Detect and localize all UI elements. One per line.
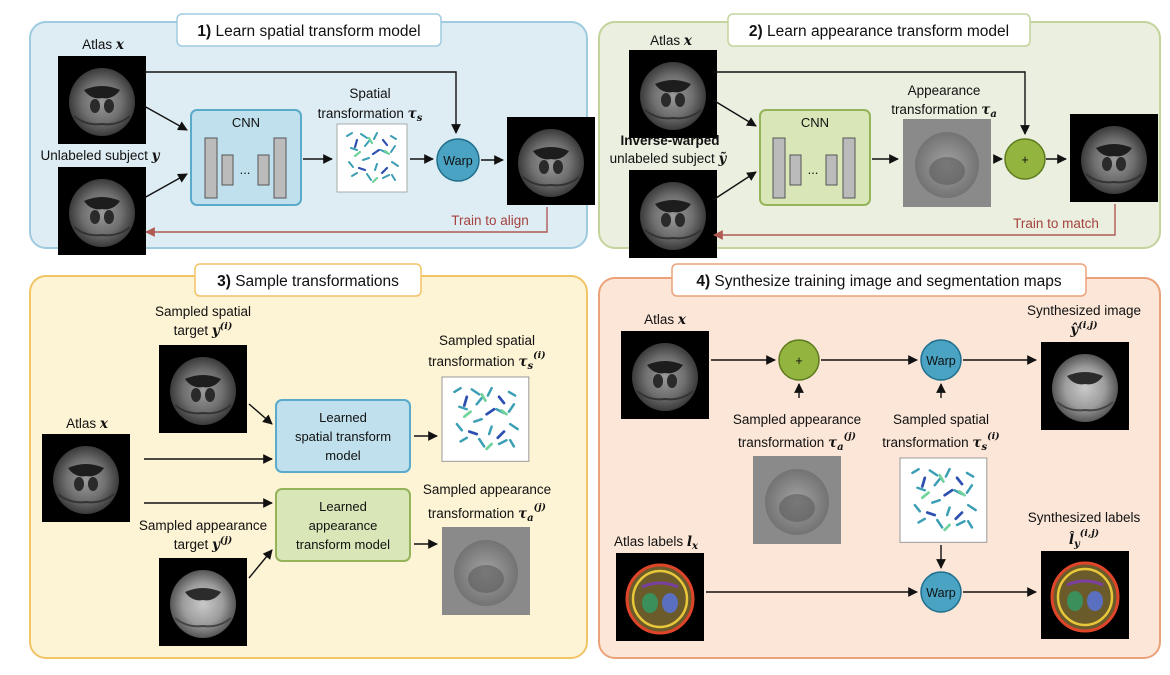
learned-appearance-line1: Learned — [319, 499, 367, 514]
warp-node — [436, 138, 480, 182]
train-match-label: Train to match — [1013, 216, 1099, 231]
synthesized-labels-var: l̂y(i,j) — [1069, 528, 1099, 550]
cnn-layer — [273, 137, 287, 199]
unlabeled-subject-label: Unlabeled subject y — [41, 148, 161, 164]
sampled-spatial-line2: transformation τs(i) — [882, 431, 999, 453]
appearance-label-line1: Appearance — [908, 83, 981, 98]
warp-label: Warp — [926, 586, 955, 600]
panel-1-title-box — [176, 13, 442, 47]
sampled-spatial-target-image — [158, 344, 248, 434]
panel-1-title: 1) Learn spatial transform model — [197, 23, 420, 40]
sampled-appearance-map — [442, 527, 530, 615]
atlas-label: Atlas x — [650, 33, 693, 49]
spatial-flow-field — [335, 122, 409, 194]
synthesized-image-label: Synthesized image — [1027, 303, 1141, 318]
warp-node-image — [920, 339, 962, 381]
panel-sample-transformations: 3) Sample transformations Sampled spatia… — [29, 263, 588, 659]
learned-appearance-line3: transform model — [296, 537, 390, 552]
add-label: + — [1021, 153, 1028, 167]
sampled-appearance-target-line2: target y(j) — [174, 535, 233, 553]
sampled-appearance-target-image — [158, 557, 248, 647]
learned-appearance-model-block — [275, 488, 411, 562]
warp-node-labels — [920, 571, 962, 613]
sampled-spatial-flow-field — [898, 456, 989, 544]
learned-spatial-model-block — [275, 399, 411, 473]
spatial-label-line2: transformation τs — [318, 106, 423, 124]
panel-learn-spatial: 1) Learn spatial transform model Atlas x… — [29, 13, 596, 256]
sampled-appearance-line1: Sampled appearance — [733, 412, 861, 427]
atlas-image — [628, 49, 718, 139]
cnn-layer — [825, 154, 838, 186]
add-node — [778, 339, 820, 381]
cnn-label: CNN — [232, 115, 260, 130]
train-match-arrow — [713, 204, 1116, 240]
add-label: + — [795, 354, 802, 368]
cnn-ellipsis: ... — [240, 162, 251, 177]
atlas-image — [57, 55, 147, 145]
cnn-layer — [257, 154, 270, 186]
panel-2-title: 2) Learn appearance transform model — [749, 23, 1009, 40]
learned-spatial-line3: model — [325, 448, 361, 463]
panel-2-title-box — [727, 13, 1031, 47]
synthesized-labels-map — [1039, 549, 1131, 641]
inverse-warped-label: Inverse-warped — [620, 133, 719, 148]
sampled-spatial-transformation-line1: Sampled spatial — [439, 333, 535, 348]
sampled-spatial-line1: Sampled spatial — [893, 412, 989, 427]
panel-learn-appearance: 2) Learn appearance transform model Atla… — [598, 13, 1161, 259]
panel-4-title-box — [671, 263, 1087, 297]
cnn-layer — [789, 154, 802, 186]
train-align-label: Train to align — [451, 213, 529, 228]
panel-synthesize: 4) Synthesize training image and segment… — [598, 263, 1161, 659]
inverse-warped-subject-label: unlabeled subject ỹ — [610, 151, 728, 167]
panel-2-arrows — [712, 71, 1067, 201]
sampled-appearance-line2: transformation τa(j) — [738, 431, 856, 453]
sampled-spatial-target-line1: Sampled spatial — [155, 304, 251, 319]
warp-label: Warp — [926, 354, 955, 368]
cnn-layer — [221, 154, 234, 186]
appearance-map — [903, 119, 991, 207]
subject-image — [57, 166, 147, 256]
learned-spatial-line2: spatial transform — [295, 429, 391, 444]
cnn-layer — [204, 137, 218, 199]
warp-label: Warp — [443, 154, 472, 168]
matched-output-image — [1069, 113, 1159, 203]
panel-4-title: 4) Synthesize training image and segment… — [696, 273, 1062, 290]
sampled-appearance-transformation-line2: transformation τa(j) — [428, 502, 546, 524]
atlas-label: Atlas x — [644, 312, 687, 328]
cnn-layer — [842, 137, 856, 199]
atlas-label: Atlas x — [82, 37, 125, 53]
learned-spatial-line1: Learned — [319, 410, 367, 425]
synthesized-image-var: ŷ(i,j) — [1069, 320, 1097, 338]
panel-3-title-box — [194, 263, 422, 297]
cnn-label: CNN — [801, 115, 829, 130]
spatial-label-line1: Spatial — [349, 86, 390, 101]
atlas-labels-label: Atlas labels lx — [614, 534, 699, 552]
sampled-appearance-map — [753, 456, 841, 544]
sampled-spatial-transformation-line2: transformation τs(i) — [428, 350, 545, 372]
cnn-ellipsis: ... — [808, 162, 819, 177]
atlas-labels-map — [614, 551, 706, 643]
cnn-layer — [772, 137, 786, 199]
sampled-spatial-flow-field — [440, 375, 531, 463]
train-align-arrow — [145, 207, 548, 237]
panel-3-title: 3) Sample transformations — [217, 273, 399, 290]
panel-1-arrows — [143, 71, 504, 199]
add-node — [1004, 138, 1046, 180]
learned-appearance-line2: appearance — [309, 518, 378, 533]
atlas-image — [41, 433, 131, 523]
synthesized-labels-label: Synthesized labels — [1028, 510, 1141, 525]
atlas-label: Atlas x — [66, 416, 109, 432]
sampled-spatial-target-line2: target y(i) — [174, 321, 233, 339]
warped-output-image — [506, 116, 596, 206]
panel-4-arrows — [706, 355, 1037, 597]
inverse-warped-subject-image — [628, 169, 718, 259]
atlas-image — [620, 330, 710, 420]
appearance-label-line2: transformation τa — [891, 102, 997, 120]
panel-3-arrows — [144, 403, 438, 579]
sampled-appearance-transformation-line1: Sampled appearance — [423, 482, 551, 497]
sampled-appearance-target-line1: Sampled appearance — [139, 518, 267, 533]
synthesized-image — [1040, 341, 1130, 431]
